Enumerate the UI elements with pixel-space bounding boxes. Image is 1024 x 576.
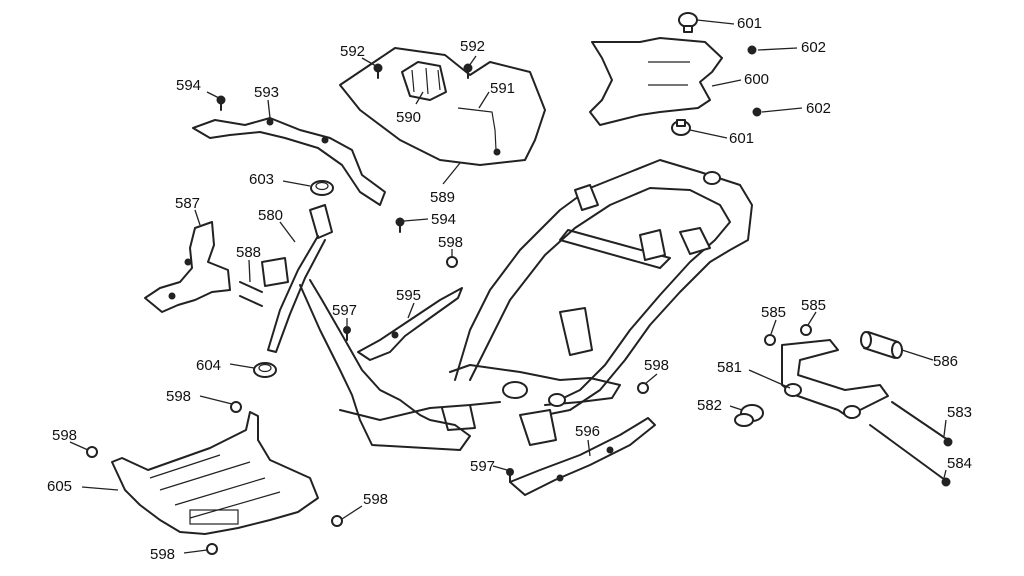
callout-598-right: 598 bbox=[644, 357, 669, 374]
callout-603: 603 bbox=[249, 171, 274, 188]
callout-596: 596 bbox=[575, 423, 600, 440]
callout-602-top: 602 bbox=[801, 39, 826, 56]
callout-591: 591 bbox=[490, 80, 515, 97]
callout-585-left: 585 bbox=[761, 304, 786, 321]
part-583-bolt bbox=[891, 401, 953, 447]
part-598-nut-cover-right bbox=[331, 515, 343, 527]
callout-605: 605 bbox=[47, 478, 72, 495]
part-584-bolt bbox=[869, 424, 951, 487]
callout-598-cover-bottom: 598 bbox=[150, 546, 175, 563]
part-597-bolt-lower bbox=[506, 468, 514, 483]
callout-598-cover-left: 598 bbox=[52, 427, 77, 444]
callout-585-right: 585 bbox=[801, 297, 826, 314]
callout-604: 604 bbox=[196, 357, 221, 374]
callout-594-mid: 594 bbox=[431, 211, 456, 228]
callout-586: 586 bbox=[933, 353, 958, 370]
callout-588: 588 bbox=[236, 244, 261, 261]
part-598-nut-cover-top bbox=[230, 401, 242, 413]
callout-583: 583 bbox=[947, 404, 972, 421]
part-604-grommet bbox=[253, 362, 277, 378]
leader-lines bbox=[69, 19, 947, 554]
part-592-screw-right bbox=[463, 63, 473, 79]
callout-590: 590 bbox=[396, 109, 421, 126]
callout-597-upper: 597 bbox=[332, 302, 357, 319]
callout-584: 584 bbox=[947, 455, 972, 472]
part-596-stay bbox=[509, 417, 656, 496]
part-602-screw-bottom bbox=[752, 107, 762, 117]
part-591-cable bbox=[457, 107, 501, 156]
part-593-bracket-bar bbox=[192, 117, 386, 206]
callout-592-right: 592 bbox=[460, 38, 485, 55]
callout-598-cover-top: 598 bbox=[166, 388, 191, 405]
part-581-engine-hanger bbox=[781, 339, 889, 419]
part-595-stay bbox=[357, 287, 463, 361]
part-602-screw-top bbox=[747, 45, 757, 55]
part-598-nut-right bbox=[637, 382, 649, 394]
callout-595: 595 bbox=[396, 287, 421, 304]
part-590-bracket bbox=[401, 61, 447, 101]
callout-593: 593 bbox=[254, 84, 279, 101]
callout-582: 582 bbox=[697, 397, 722, 414]
part-598-nut-upper bbox=[446, 256, 458, 268]
part-589-cover bbox=[339, 47, 546, 166]
part-597-bolt-upper bbox=[343, 326, 351, 341]
callout-580: 580 bbox=[258, 207, 283, 224]
callout-600: 600 bbox=[744, 71, 769, 88]
callout-587: 587 bbox=[175, 195, 200, 212]
part-598-nut-cover-left bbox=[86, 446, 98, 458]
part-587-bracket bbox=[144, 221, 231, 313]
part-598-nut-cover-bottom bbox=[206, 543, 218, 555]
part-586-sleeve bbox=[860, 331, 903, 359]
callout-598-upper: 598 bbox=[438, 234, 463, 251]
part-600-plate bbox=[589, 37, 723, 126]
callout-589: 589 bbox=[430, 189, 455, 206]
callout-601-top: 601 bbox=[737, 15, 762, 32]
callout-597-lower: 597 bbox=[470, 458, 495, 475]
part-601-bumper-bottom bbox=[671, 119, 691, 136]
part-582-bushing bbox=[734, 404, 764, 427]
callout-598-cover-right: 598 bbox=[363, 491, 388, 508]
callout-592-left: 592 bbox=[340, 43, 365, 60]
part-580-main-frame bbox=[261, 159, 753, 451]
callout-581: 581 bbox=[717, 359, 742, 376]
callout-594-top: 594 bbox=[176, 77, 201, 94]
part-601-bumper-top bbox=[678, 12, 698, 33]
callout-602-bottom: 602 bbox=[806, 100, 831, 117]
part-585-nut-left bbox=[764, 334, 776, 346]
part-585-nut-right bbox=[800, 324, 812, 336]
part-603-grommet bbox=[310, 180, 334, 196]
part-594-screw-mid bbox=[395, 217, 405, 233]
part-588-bolts bbox=[239, 281, 263, 307]
callout-601-bottom: 601 bbox=[729, 130, 754, 147]
callout-labels: 592 592 591 590 589 594 593 603 594 601 … bbox=[47, 15, 972, 563]
part-605-under-cover bbox=[111, 411, 319, 535]
